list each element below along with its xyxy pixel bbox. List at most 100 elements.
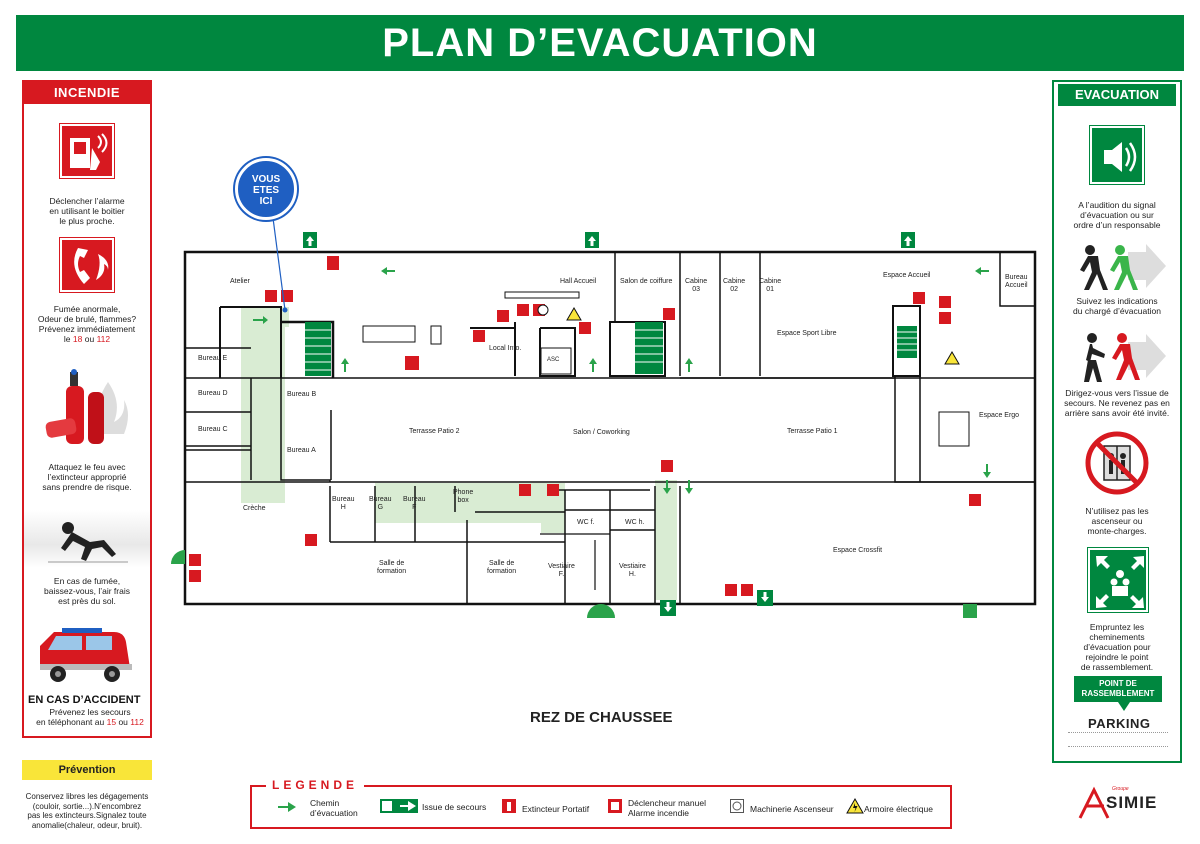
assembly-instruction: Empruntez les cheminements d’évacuation … [1080,622,1154,672]
room-hall-accueil: Hall Accueil [560,278,597,285]
extinguisher [517,304,529,316]
office-walls [250,378,331,482]
evac-arrow-left [381,267,395,275]
manual-alarm [519,484,531,496]
elevator-machinery-icon [730,799,744,813]
extinguisher-icon [502,799,516,813]
simie-logo-icon [1078,786,1110,819]
staircase [635,322,663,374]
alarm-instruction: Déclencher l’alarme en utilisant le boit… [49,196,125,226]
local-info-walls [470,322,576,377]
stair-wall [219,306,282,378]
accident-text: Prévenez les secours en téléphonant au 1… [36,707,144,727]
floor-level-label: REZ DE CHAUSSEE [530,709,673,726]
extinguisher [725,584,737,596]
formation-walls [330,489,650,604]
divider [1068,746,1168,747]
go-to-exit-icon [1068,330,1168,384]
room-bureau-c: Bureau C [198,426,228,433]
salon-walls [614,252,895,379]
fire-alarm-button-icon [60,124,114,178]
electric-warning [566,307,582,321]
legend-title: LEGENDE [266,778,365,792]
extinguisher [969,494,981,506]
exit-door [587,604,615,618]
divider [1068,732,1168,733]
wc-walls [565,486,681,604]
elevator [540,347,572,375]
smoke-instruction: En cas de fumée, baissez-vous, l’air fra… [44,576,130,606]
you-are-here-pointer [272,217,286,311]
evacuation-arrows [253,267,991,494]
evac-arrow-up [589,358,597,372]
evac-path-area [241,307,285,503]
speaker-signal-icon [1090,126,1144,184]
extinguisher [473,330,485,342]
manual-alarm [579,322,591,334]
office-walls [184,347,251,451]
legend-emergency-exit: Issue de secours [422,802,487,812]
exit-door-arcs [171,550,977,618]
exit-door [963,604,977,618]
incendie-title: INCENDIE [24,82,150,104]
room-espace-ergo: Espace Ergo [979,412,1020,419]
evac-arrow-down [983,464,991,478]
ergo-stair [938,411,970,447]
room-espace-crossfit: Espace Crossfit [833,547,883,554]
counter [504,291,580,299]
extinguisher [265,290,277,302]
evac-arrow-down [663,480,671,494]
vestiaire-walls [540,533,610,590]
manual-alarm [741,584,753,596]
exit-door [171,550,185,564]
floor-plan: Atelier Hall Accueil Salon de coiffure C… [155,150,1050,640]
assembly-point-icon [1088,548,1148,612]
manual-alarm [305,534,317,546]
room-wc-h: WC h. [625,519,645,526]
evac-arrow-down [685,480,693,494]
phone-instruction: Fumée anormale, Odeur de brulé, flammes?… [37,304,137,344]
evac-arrow-up [341,358,349,372]
no-elevator-icon [1084,430,1150,496]
accident-title: EN CAS D’ACCIDENT [28,694,141,706]
elevator-instruction: N’utilisez pas les ascenseur ou monte-ch… [1085,506,1149,536]
room-creche: Crèche [243,505,266,512]
you-are-here-badge: VOUS ETES ICI [235,158,297,220]
crawling-person-icon [24,510,150,568]
extinguisher [663,308,675,320]
room-atelier: Atelier [230,278,250,285]
manual-alarm [497,310,509,322]
manual-alarm [189,570,201,582]
bureaux-walls [329,486,565,604]
fire-truck-icon [32,624,142,686]
counter [430,325,442,345]
stair-wall [281,320,335,378]
assembly-point-name: PARKING [1088,716,1151,731]
incendie-panel: INCENDIE Déclencher l’alarme en utilisan… [22,80,152,738]
elevator-machinery [537,304,549,316]
guide-instruction: Suivez les indications du chargé d’évacu… [1073,296,1161,316]
room-terrasse-patio-1: Terrasse Patio 1 [787,428,838,435]
electric-warning-icon [846,798,864,814]
safety-equipment [189,256,981,596]
signal-instruction: A l’audition du signal d’évacuation ou s… [1073,200,1161,230]
legend-electric-cabinet: Armoire électrique [864,804,933,814]
room-espace-sport: Espace Sport Libre [777,330,837,337]
extinguisher [547,484,559,496]
room-bureau-e: Bureau E [198,355,228,362]
electrical-warnings [566,307,960,365]
exit-instruction: Dirigez-vous vers l’issue de secours. Ne… [1064,388,1170,418]
evac-path-area [655,480,677,600]
